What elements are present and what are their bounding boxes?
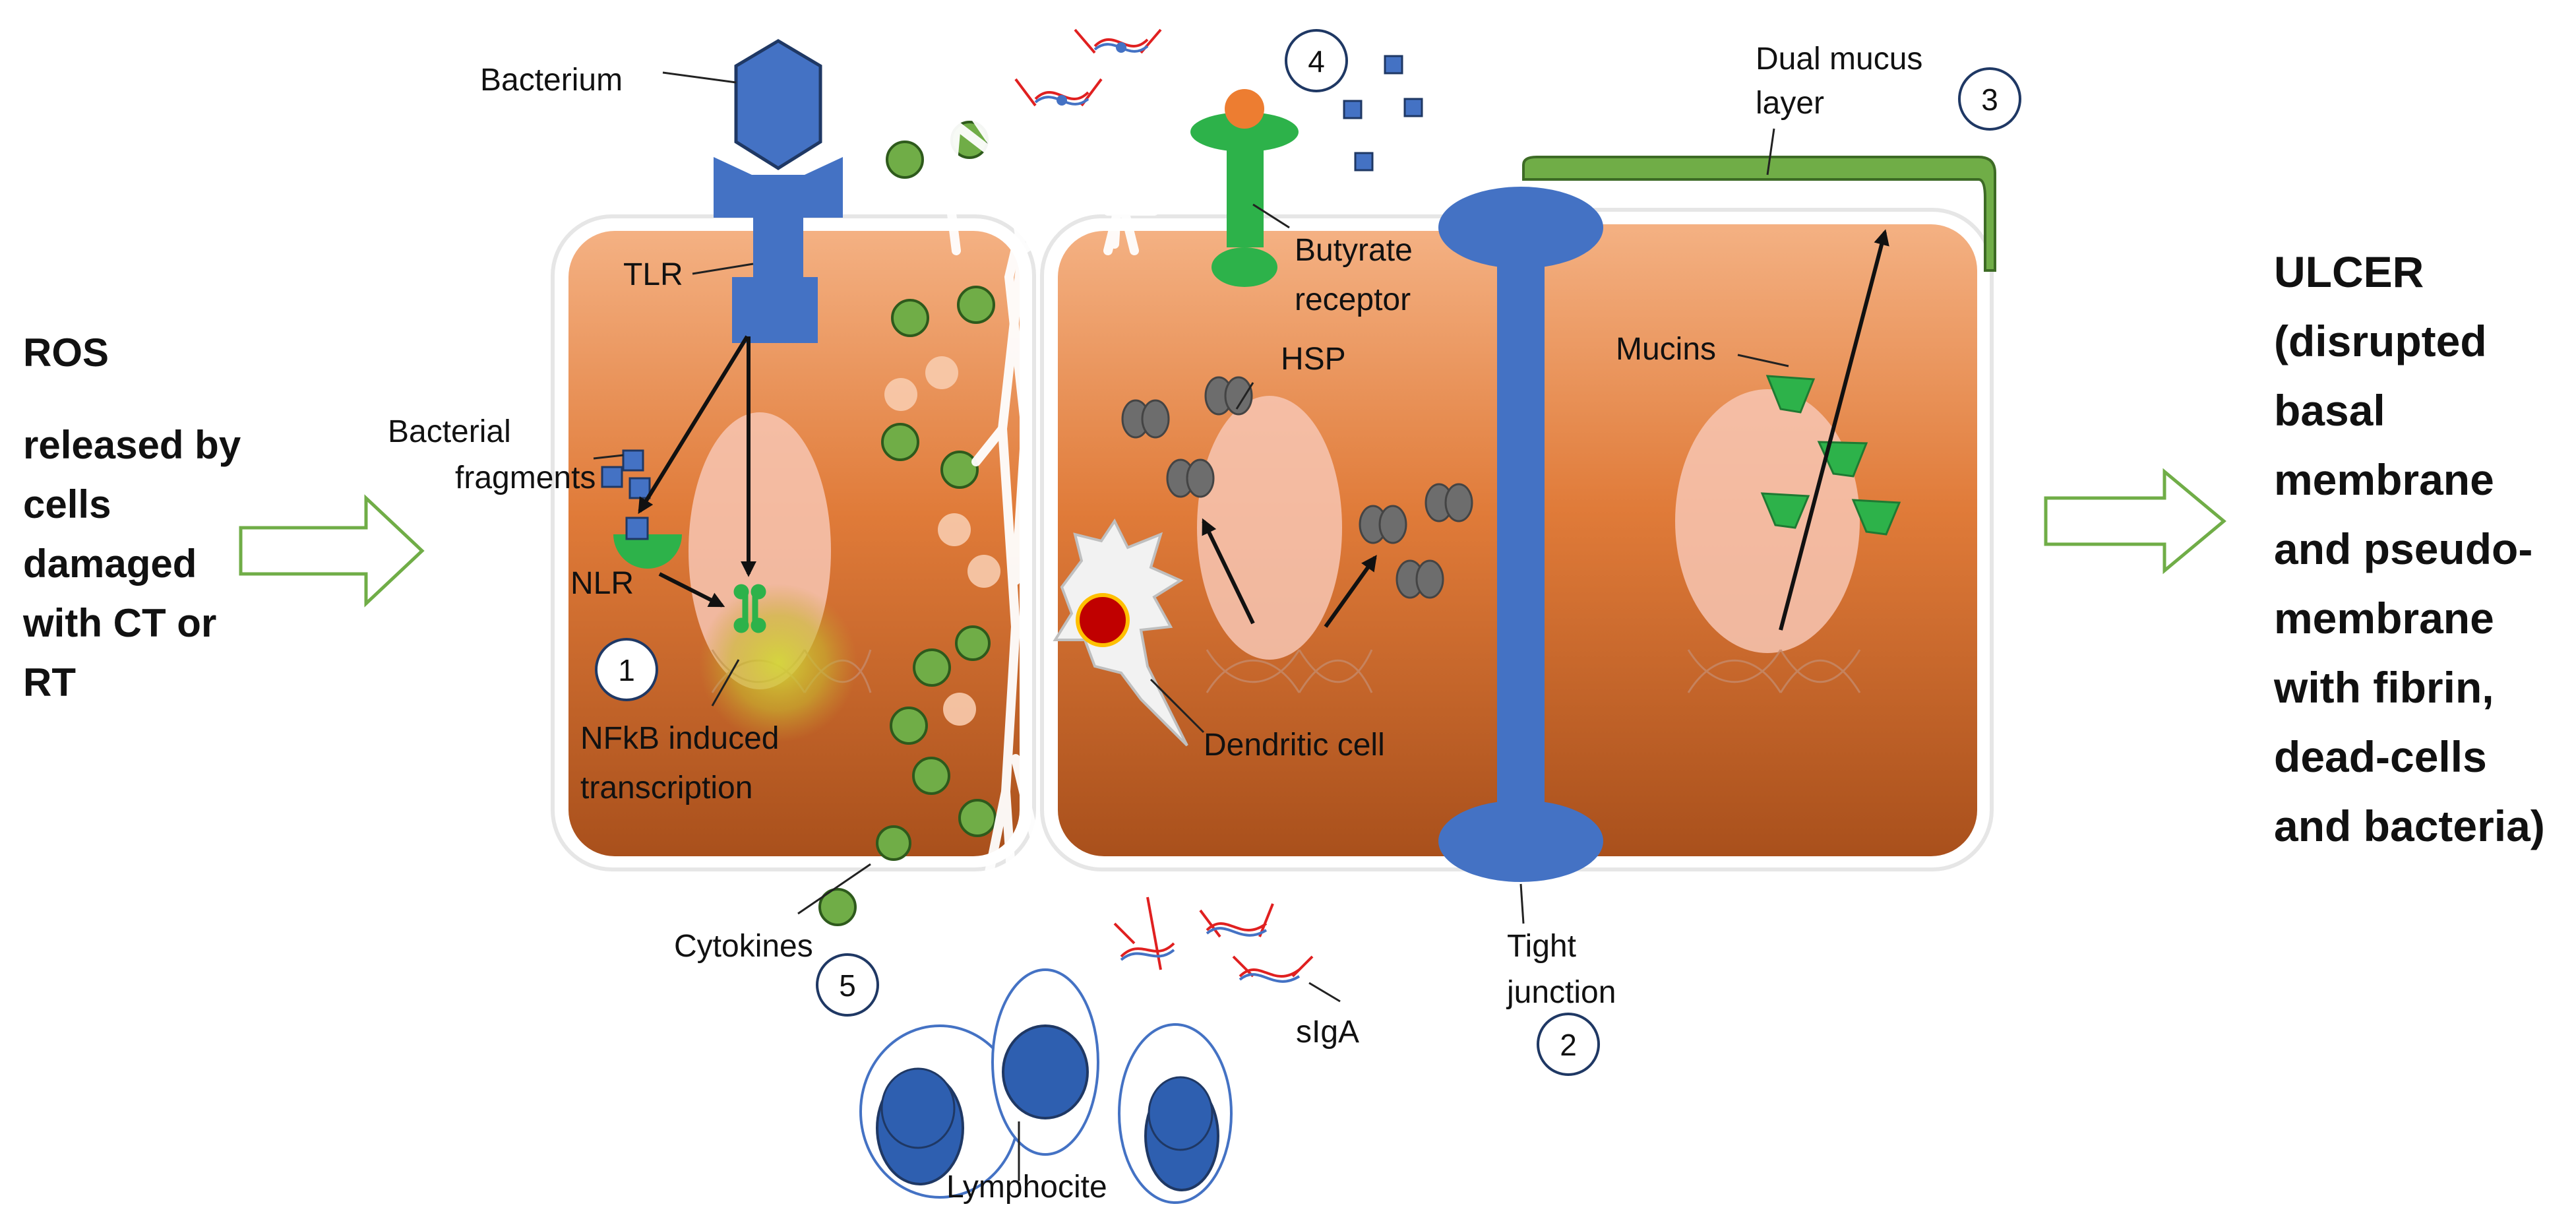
label-tight-junction-1: Tight	[1507, 929, 1576, 964]
ulcer-line-6: membrane	[2274, 594, 2494, 643]
dna-helix-icon	[1206, 649, 1373, 693]
bacterial-fragments-icon	[601, 449, 651, 499]
nucleus-right	[1675, 389, 1860, 653]
marker-4: 4	[1285, 29, 1348, 92]
arrow-nlr-to-nfkb	[658, 572, 725, 608]
tlr-receptor-icon	[714, 157, 843, 343]
mucins-icon	[1760, 375, 1901, 536]
marker-1: 1	[595, 638, 658, 701]
ros-line-2: cells	[23, 482, 111, 526]
ros-line-4: with CT or	[22, 601, 216, 645]
ulcer-line-1: ULCER	[2274, 247, 2424, 296]
nucleus-middle	[1197, 396, 1342, 660]
label-hsp: HSP	[1281, 342, 1346, 377]
cytokines-icon	[818, 121, 997, 926]
svg-text:1: 1	[618, 653, 635, 687]
ros-arrow-icon	[239, 494, 425, 608]
marker-5: 5	[816, 953, 879, 1017]
ulcer-line-8: dead-cells	[2274, 732, 2487, 781]
hsp-icon	[1121, 376, 1473, 599]
ulcer-line-5: and pseudo-	[2274, 524, 2532, 573]
label-siga: sIgA	[1296, 1015, 1359, 1050]
svg-text:5: 5	[839, 968, 856, 1003]
svg-text:2: 2	[1560, 1028, 1577, 1062]
marker-2: 2	[1537, 1013, 1600, 1076]
label-dual-mucus-1: Dual mucus	[1756, 42, 1922, 77]
siga-molecule-icon	[1113, 897, 1314, 983]
label-nfkb-2: transcription	[580, 771, 752, 805]
lymphocite-icon	[859, 968, 1233, 1204]
butyrate-molecules-icon	[1343, 55, 1423, 172]
ulcer-line-2: (disrupted	[2274, 317, 2487, 365]
label-bacterium: Bacterium	[480, 63, 623, 98]
label-nlr: NLR	[570, 566, 634, 601]
ulcer-text: ULCER (disrupted basal membrane and pseu…	[2273, 247, 2545, 850]
label-butyrate-receptor-2: receptor	[1295, 282, 1411, 317]
arrow-to-mucus	[1779, 229, 1889, 631]
butyrate-receptor-icon	[1190, 89, 1299, 287]
nerve-branch-icon	[905, 61, 1225, 1047]
ulcer-line-3: basal	[2274, 386, 2385, 435]
leader-lines	[593, 71, 1789, 1181]
ros-line-1: released by	[23, 423, 241, 467]
ros-line-3: damaged	[23, 542, 197, 586]
tight-junction	[1438, 187, 1603, 882]
ulcer-line-7: with fibrin,	[2273, 663, 2494, 712]
dual-mucus-layer	[1522, 156, 1996, 272]
label-tlr: TLR	[623, 257, 683, 292]
svg-text:4: 4	[1308, 44, 1325, 79]
bacterium-icon	[734, 39, 822, 170]
label-dual-mucus-2: layer	[1756, 86, 1824, 121]
ros-heading: ROS	[23, 330, 109, 375]
arrow-tlr-to-nlr	[638, 335, 749, 515]
label-dendritic-cell: Dendritic cell	[1204, 728, 1385, 763]
ulcer-line-9: and bacteria)	[2274, 802, 2545, 850]
nfkb-dimer-icon	[733, 584, 766, 633]
siga-molecule-icon	[1014, 28, 1162, 107]
label-cytokines: Cytokines	[674, 929, 813, 964]
label-bacterial-fragments-2: fragments	[455, 460, 596, 495]
label-butyrate-receptor-1: Butyrate	[1295, 233, 1413, 268]
marker-3: 3	[1958, 67, 2021, 131]
label-mucins: Mucins	[1616, 332, 1716, 367]
label-lymphocite: Lymphocite	[946, 1170, 1107, 1205]
nfkb-glow	[699, 584, 857, 742]
arrow-to-hsp-1	[1202, 518, 1255, 625]
dna-helix-icon	[1687, 649, 1861, 693]
ulcer-arrow-icon	[2044, 468, 2226, 575]
nlr-receptor-icon	[613, 517, 682, 569]
dendritic-cell-icon	[1053, 519, 1188, 747]
label-tight-junction-2: junction	[1506, 975, 1616, 1010]
svg-text:3: 3	[1981, 82, 1998, 117]
cytokines-pink-icon	[884, 356, 1000, 726]
label-nfkb-1: NFkB induced	[580, 721, 779, 756]
ulcer-line-4: membrane	[2274, 455, 2494, 504]
arrow-to-hsp-2	[1324, 555, 1377, 628]
label-bacterial-fragments-1: Bacterial	[388, 414, 511, 449]
ros-line-5: RT	[23, 660, 76, 705]
